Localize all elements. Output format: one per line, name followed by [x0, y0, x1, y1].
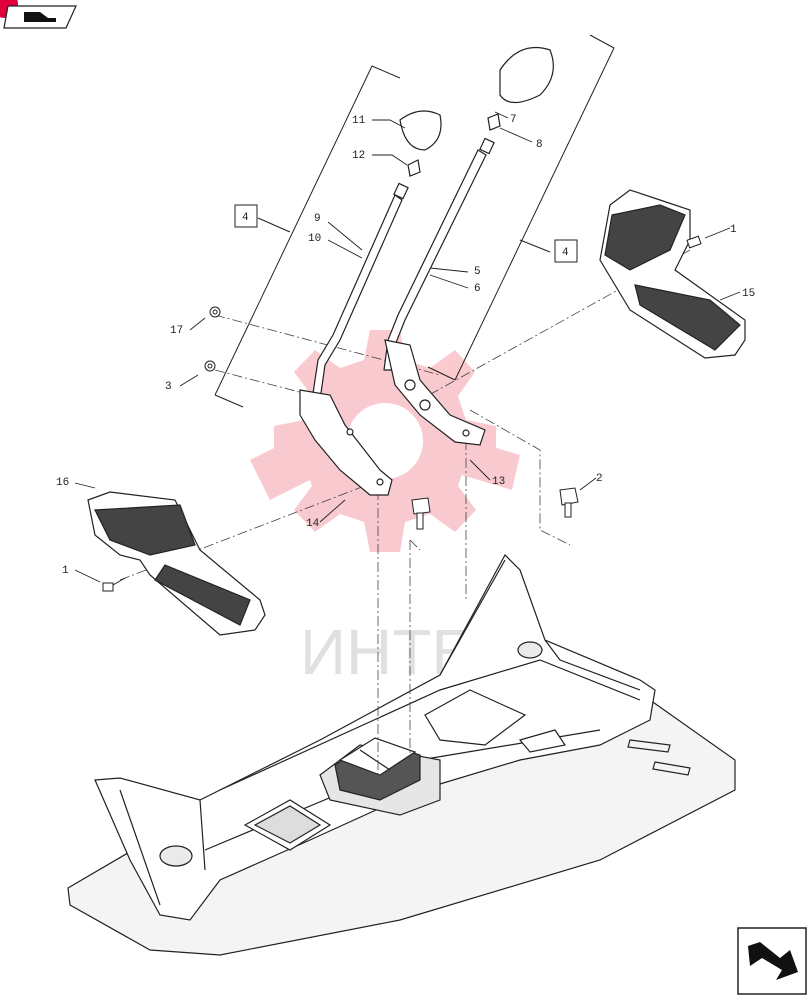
- callout-8: 8: [536, 139, 543, 151]
- callout-11: 11: [352, 115, 366, 127]
- ref-label-4: 4: [562, 247, 569, 259]
- prev-page-icon: [24, 12, 56, 22]
- callout-13: 13: [492, 476, 505, 488]
- right-pedal: [599, 189, 746, 359]
- prev-page-button[interactable]: [0, 0, 77, 29]
- ref-box-4-left: 4: [234, 204, 258, 228]
- hardware-parts: [102, 235, 702, 592]
- next-page-button[interactable]: [737, 927, 807, 995]
- bolt-17: [209, 306, 221, 318]
- callout-5: 5: [474, 266, 481, 278]
- callout-16: 16: [56, 477, 69, 489]
- bolt-1-left: [102, 577, 126, 592]
- callout-14: 14: [306, 518, 320, 530]
- left-pedal: [87, 491, 266, 636]
- bolt-3: [204, 360, 216, 372]
- callout-2: 2: [596, 473, 603, 485]
- callout-1: 1: [730, 224, 737, 236]
- lever-right: [383, 46, 554, 446]
- ref-box-4-right: 4: [554, 239, 578, 263]
- gear-watermark-icon: [250, 330, 520, 552]
- callout-15: 15: [742, 288, 755, 300]
- callout-12: 12: [352, 150, 365, 162]
- callout-leaders: [74, 111, 741, 583]
- callout-labels: 1 1 2 3 5 6 7 8 9 10 11 12 13 14 15 16 1…: [56, 114, 755, 577]
- lever-left: [299, 110, 442, 496]
- bolt-center: [411, 497, 431, 530]
- callout-1: 1: [62, 565, 69, 577]
- callout-3: 3: [165, 381, 172, 393]
- callout-6: 6: [474, 283, 481, 295]
- bolt-2: [559, 487, 579, 518]
- console-housing: [94, 554, 656, 921]
- bolt-1-right: [686, 235, 702, 249]
- callout-9: 9: [314, 213, 321, 225]
- bracket-lines: [214, 34, 615, 408]
- next-page-icon: [748, 942, 798, 980]
- callout-10: 10: [308, 233, 321, 245]
- ref-label-4: 4: [242, 212, 249, 224]
- callout-17: 17: [170, 325, 183, 337]
- callout-7: 7: [510, 114, 517, 126]
